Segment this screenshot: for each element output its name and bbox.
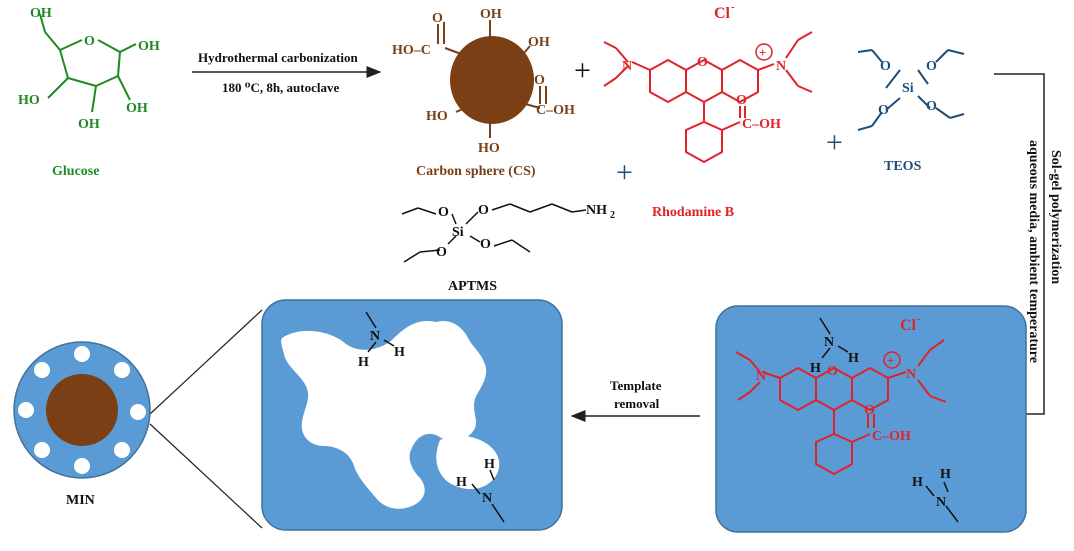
amine-top-right-n: N	[824, 335, 834, 350]
rhodamine-bound-chloride-sign: -	[917, 313, 921, 325]
rhodamine-top-c-oh: C–OH	[742, 117, 781, 132]
rhodamine-top-structure	[603, 31, 813, 164]
rhodamine-top-chloride-sign: -	[731, 1, 735, 13]
carbon-sphere-ho-c: HO–C	[392, 43, 431, 58]
sol-gel-condition-2: aqueous media, ambient temperature	[1026, 140, 1041, 363]
carbon-sphere-oh-top: OH	[480, 7, 502, 22]
amine-bottom-cavity	[471, 469, 505, 523]
carbon-sphere-label: Carbon sphere (CS)	[416, 164, 536, 179]
amine-bottom-right	[925, 481, 959, 523]
aptms-o-4: O	[480, 237, 491, 252]
rhodamine-bound-n-right: N	[906, 367, 916, 382]
rhodamine-top-carbonyl-o: O	[736, 93, 747, 108]
amine-bottom-right-n: N	[936, 495, 946, 510]
imprinted-complex-box	[715, 305, 1027, 533]
glucose-oh-top: OH	[30, 6, 52, 21]
amine-top-right-h1: H	[810, 361, 821, 376]
glucose-ho-left: HO	[18, 93, 40, 108]
glucose-ring-o: O	[84, 34, 95, 49]
amine-top-cavity-n: N	[370, 329, 380, 344]
template-removal-line-1: Template	[610, 378, 662, 393]
carbon-sphere-o-right: O	[534, 73, 545, 88]
amine-top-cavity-h1: H	[358, 355, 369, 370]
teos-o-4: O	[878, 103, 889, 118]
glucose-label: Glucose	[52, 164, 99, 179]
min-particle-pores	[18, 346, 146, 474]
rhodamine-bound-charge: +	[887, 353, 894, 368]
rhodamine-top-n-right: N	[776, 59, 786, 74]
rhodamine-top-charge-circle	[755, 43, 773, 61]
teos-o-3: O	[926, 99, 937, 114]
amine-top-cavity	[365, 311, 395, 353]
aptms-si: Si	[452, 225, 464, 240]
amine-top-cavity-h2: H	[394, 345, 405, 360]
aptms-structure	[401, 203, 587, 263]
glucose-oh-right: OH	[138, 39, 160, 54]
carbon-sphere-ho-bottom: HO	[478, 141, 500, 156]
plus-sign-3: +	[826, 126, 843, 159]
hydrothermal-condition-2: 180 ⁰C, 8h, autoclave	[222, 80, 340, 95]
template-removal-line-2: removal	[614, 396, 660, 411]
min-particle-core	[46, 374, 118, 446]
rhodamine-top-charge: +	[759, 45, 766, 60]
min-label: MIN	[66, 493, 95, 508]
rhodamine-bound-n-left: N	[756, 369, 766, 384]
carbon-sphere-o-top: O	[432, 11, 443, 26]
glucose-oh-bottom: OH	[78, 117, 100, 132]
glucose-oh-lower-right: OH	[126, 101, 148, 116]
amine-bottom-cavity-n: N	[482, 491, 492, 506]
amine-bottom-cavity-h1: H	[456, 475, 467, 490]
rhodamine-bound-chloride: Cl	[900, 317, 917, 334]
rhodamine-top-n-left: N	[622, 59, 632, 74]
rhodamine-bound-c-oh: C–OH	[872, 429, 911, 444]
imprinted-cavity-lobe	[436, 435, 500, 490]
aptms-nh2-subscript: 2	[610, 210, 615, 221]
teos-structure	[857, 49, 965, 131]
glucose-structure	[39, 13, 137, 113]
carbon-sphere-c-oh: C–OH	[536, 103, 575, 118]
teos-label: TEOS	[884, 159, 922, 174]
amine-bottom-cavity-h2: H	[484, 457, 495, 472]
hydrothermal-condition-1: Hydrothermal carbonization	[198, 50, 358, 65]
rhodamine-bound-o: O	[827, 364, 838, 379]
rhodamine-bound-carbonyl-o: O	[864, 403, 875, 418]
plus-sign-1: +	[574, 54, 591, 87]
aptms-label: APTMS	[448, 279, 497, 294]
amine-bottom-right-h2: H	[940, 467, 951, 482]
carbon-sphere-oh-right: OH	[528, 35, 550, 50]
zoom-line-top	[149, 309, 263, 415]
zoom-line-bottom	[149, 423, 263, 529]
imprinted-cavity	[281, 320, 487, 509]
carbon-sphere-ho-left: HO	[426, 109, 448, 124]
aptms-o-1: O	[438, 205, 449, 220]
teos-o-1: O	[880, 59, 891, 74]
plus-sign-2: +	[616, 156, 633, 189]
rhodamine-bound-structure	[735, 339, 947, 476]
sol-gel-condition-1: Sol-gel polymerization	[1048, 150, 1063, 284]
aptms-o-2: O	[478, 203, 489, 218]
teos-o-2: O	[926, 59, 937, 74]
aptms-o-3: O	[436, 245, 447, 260]
amine-top-right-h2: H	[848, 351, 859, 366]
rhodamine-top-chloride: Cl	[714, 5, 731, 22]
amine-bottom-right-h1: H	[912, 475, 923, 490]
aptms-nh2: NH	[586, 203, 607, 218]
carbon-sphere-core	[450, 36, 534, 124]
amine-top-right	[819, 317, 849, 359]
rhodamine-top-o: O	[697, 55, 708, 70]
teos-si: Si	[902, 81, 914, 96]
rhodamine-bound-charge-circle	[883, 351, 901, 369]
rhodamine-label: Rhodamine B	[652, 205, 734, 220]
